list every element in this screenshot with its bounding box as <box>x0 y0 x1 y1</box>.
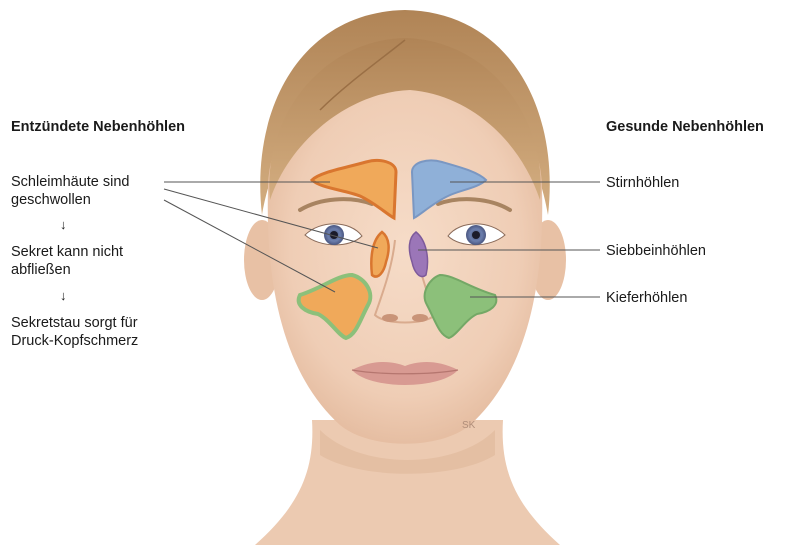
face-shape <box>268 85 542 444</box>
right-heading: Gesunde Nebenhöhlen <box>606 118 764 136</box>
step1-line2: geschwollen <box>11 191 91 209</box>
down-arrow-icon: ↓ <box>60 218 67 232</box>
frontal-sinus-label: Stirnhöhlen <box>606 174 679 192</box>
maxillary-sinus-label: Kieferhöhlen <box>606 289 687 307</box>
ethmoid-sinus-label: Siebbeinhöhlen <box>606 242 706 260</box>
step2-line2: abfließen <box>11 261 71 279</box>
signature: SK <box>462 420 476 431</box>
left-heading: Entzündete Nebenhöhlen <box>11 118 185 136</box>
step3-line1: Sekretstau sorgt für <box>11 314 138 332</box>
step2-line1: Sekret kann nicht <box>11 243 123 261</box>
step1-line1: Schleimhäute sind <box>11 173 130 191</box>
step3-line2: Druck-Kopfschmerz <box>11 332 138 350</box>
down-arrow-icon: ↓ <box>60 289 67 303</box>
